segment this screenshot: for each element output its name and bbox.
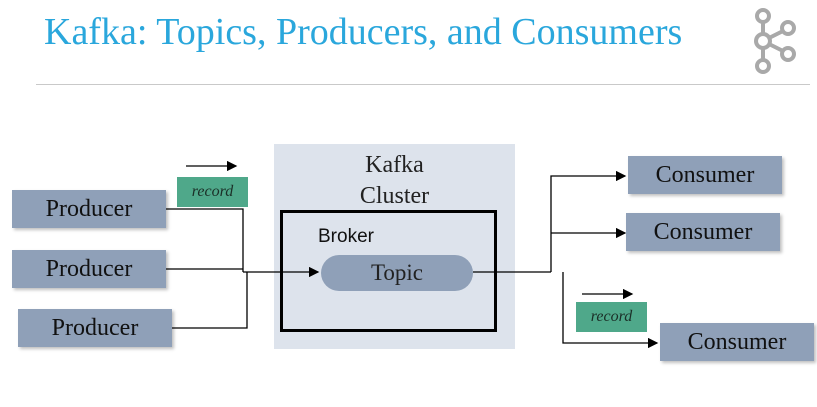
record-badge-right: record [576,302,647,332]
cluster-label-line2: Cluster [359,183,430,209]
cluster-label: Kafka Cluster [274,150,515,212]
topic-node: Topic [321,255,473,291]
producer-box-1: Producer [12,190,166,228]
consumer3-connector [562,272,659,349]
producer-box-3: Producer [18,309,172,347]
producer1-connector [166,208,244,272]
consumer-box-2: Consumer [626,213,780,251]
consumer-box-3: Consumer [660,323,814,361]
consumer1-connector [550,170,627,272]
producer-box-2: Producer [12,250,166,288]
broker-box [280,210,497,332]
cluster-label-line1: Kafka [365,152,424,178]
consumer-box-1: Consumer [628,156,782,194]
kafka-cluster [274,144,515,349]
page-title: Kafka: Topics, Producers, and Consumers [44,11,683,53]
broker-label: Broker [318,226,374,247]
title-divider [36,84,810,85]
kafka-logo-icon [754,8,796,74]
record-badge-left: record [177,177,248,207]
producer3-connector [172,272,248,329]
